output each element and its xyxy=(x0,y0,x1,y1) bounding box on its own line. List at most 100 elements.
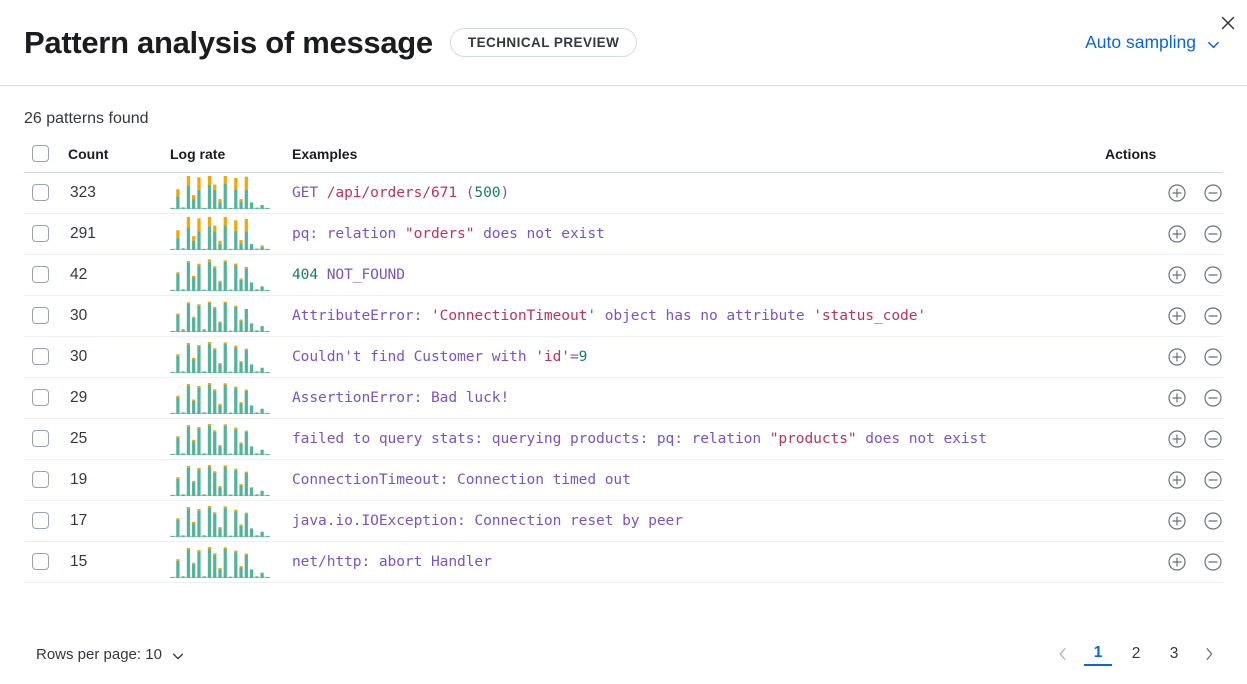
row-count: 323 xyxy=(70,183,96,201)
row-count: 19 xyxy=(70,470,88,488)
row-actions-cell xyxy=(1105,541,1223,583)
plus-in-circle-icon[interactable] xyxy=(1167,347,1187,367)
row-count-cell: 323 xyxy=(68,172,170,214)
table-row[interactable]: 29 AssertionError: Bad luck! xyxy=(24,377,1223,419)
minus-in-circle-icon[interactable] xyxy=(1203,470,1223,490)
row-checkbox[interactable] xyxy=(32,471,49,488)
table-footer: Rows per page: 10 1 2 3 xyxy=(0,624,1247,684)
row-checkbox[interactable] xyxy=(32,512,49,529)
plus-in-circle-icon[interactable] xyxy=(1167,429,1187,449)
row-count: 42 xyxy=(70,265,88,283)
row-example-text: ConnectionTimeout: Connection timed out xyxy=(292,470,631,488)
auto-sampling-label: Auto sampling xyxy=(1085,32,1196,52)
row-select-cell xyxy=(24,213,68,255)
minus-in-circle-icon[interactable] xyxy=(1203,306,1223,326)
row-count: 29 xyxy=(70,388,88,406)
row-count-cell: 29 xyxy=(68,377,170,419)
pagination: 1 2 3 xyxy=(1049,640,1223,668)
close-icon[interactable] xyxy=(1215,10,1241,36)
row-count: 291 xyxy=(70,224,96,242)
plus-in-circle-icon[interactable] xyxy=(1167,388,1187,408)
row-checkbox[interactable] xyxy=(32,389,49,406)
row-select-cell xyxy=(24,500,68,542)
table-row[interactable]: 19 ConnectionTimeout: Connection timed ou… xyxy=(24,459,1223,501)
minus-in-circle-icon[interactable] xyxy=(1203,347,1223,367)
plus-in-circle-icon[interactable] xyxy=(1167,511,1187,531)
table-row[interactable]: 17 java.io.IOException: Connection reset … xyxy=(24,500,1223,542)
log-rate-sparkline xyxy=(170,176,292,209)
table-header-row: Count Log rate Examples Actions xyxy=(24,144,1223,173)
row-count-cell: 291 xyxy=(68,213,170,255)
log-rate-sparkline xyxy=(170,381,292,414)
plus-in-circle-icon[interactable] xyxy=(1167,224,1187,244)
row-count: 17 xyxy=(70,511,88,529)
plus-in-circle-icon[interactable] xyxy=(1167,265,1187,285)
minus-in-circle-icon[interactable] xyxy=(1203,183,1223,203)
row-actions-cell xyxy=(1105,213,1223,255)
pagination-previous-icon[interactable] xyxy=(1049,640,1077,668)
pagination-page-3[interactable]: 3 xyxy=(1169,645,1179,662)
table-row[interactable]: 42 404 NOT_FOUND xyxy=(24,254,1223,296)
select-all-header xyxy=(24,144,68,173)
row-checkbox[interactable] xyxy=(32,225,49,242)
plus-in-circle-icon[interactable] xyxy=(1167,552,1187,572)
minus-in-circle-icon[interactable] xyxy=(1203,552,1223,572)
minus-in-circle-icon[interactable] xyxy=(1203,388,1223,408)
auto-sampling-dropdown[interactable]: Auto sampling xyxy=(1085,32,1223,53)
log-rate-sparkline xyxy=(170,545,292,578)
row-example-text: java.io.IOException: Connection reset by… xyxy=(292,511,683,529)
row-checkbox[interactable] xyxy=(32,307,49,324)
row-count: 30 xyxy=(70,347,88,365)
row-checkbox[interactable] xyxy=(32,184,49,201)
minus-in-circle-icon[interactable] xyxy=(1203,511,1223,531)
row-log-rate-cell xyxy=(170,500,292,542)
pagination-pages: 1 2 3 xyxy=(1079,640,1193,668)
row-example-cell: AssertionError: Bad luck! xyxy=(292,377,1105,419)
pagination-next-icon[interactable] xyxy=(1195,640,1223,668)
row-checkbox[interactable] xyxy=(32,348,49,365)
column-header-count[interactable]: Count xyxy=(68,144,170,173)
row-example-text: failed to query stats: querying products… xyxy=(292,429,987,447)
minus-in-circle-icon[interactable] xyxy=(1203,265,1223,285)
table-row[interactable]: 30 AttributeError: 'ConnectionTimeout' ob… xyxy=(24,295,1223,337)
minus-in-circle-icon[interactable] xyxy=(1203,224,1223,244)
minus-in-circle-icon[interactable] xyxy=(1203,429,1223,449)
log-rate-sparkline xyxy=(170,217,292,250)
row-checkbox[interactable] xyxy=(32,553,49,570)
plus-in-circle-icon[interactable] xyxy=(1167,183,1187,203)
row-example-text: AttributeError: 'ConnectionTimeout' obje… xyxy=(292,306,927,324)
row-count-cell: 42 xyxy=(68,254,170,296)
row-example-text: AssertionError: Bad luck! xyxy=(292,388,510,406)
log-rate-sparkline xyxy=(170,422,292,455)
pagination-page-2[interactable]: 2 xyxy=(1131,645,1141,662)
row-log-rate-cell xyxy=(170,377,292,419)
row-count: 30 xyxy=(70,306,88,324)
row-select-cell xyxy=(24,172,68,214)
rows-per-page-selector[interactable]: Rows per page: 10 xyxy=(24,646,186,663)
row-checkbox[interactable] xyxy=(32,266,49,283)
plus-in-circle-icon[interactable] xyxy=(1167,470,1187,490)
row-log-rate-cell xyxy=(170,254,292,296)
row-example-cell: net/http: abort Handler xyxy=(292,541,1105,583)
row-actions-cell xyxy=(1105,459,1223,501)
row-example-text: 404 NOT_FOUND xyxy=(292,265,405,283)
row-select-cell xyxy=(24,336,68,378)
chevron-down-icon xyxy=(171,649,186,664)
row-example-cell: 404 NOT_FOUND xyxy=(292,254,1105,296)
row-checkbox[interactable] xyxy=(32,430,49,447)
row-log-rate-cell xyxy=(170,459,292,501)
plus-in-circle-icon[interactable] xyxy=(1167,306,1187,326)
column-header-log-rate: Log rate xyxy=(170,144,292,173)
row-log-rate-cell xyxy=(170,541,292,583)
rows-per-page-label: Rows per page: 10 xyxy=(36,645,162,663)
pagination-page-1[interactable]: 1 xyxy=(1084,642,1112,666)
select-all-checkbox[interactable] xyxy=(32,145,49,163)
row-example-cell: ConnectionTimeout: Connection timed out xyxy=(292,459,1105,501)
